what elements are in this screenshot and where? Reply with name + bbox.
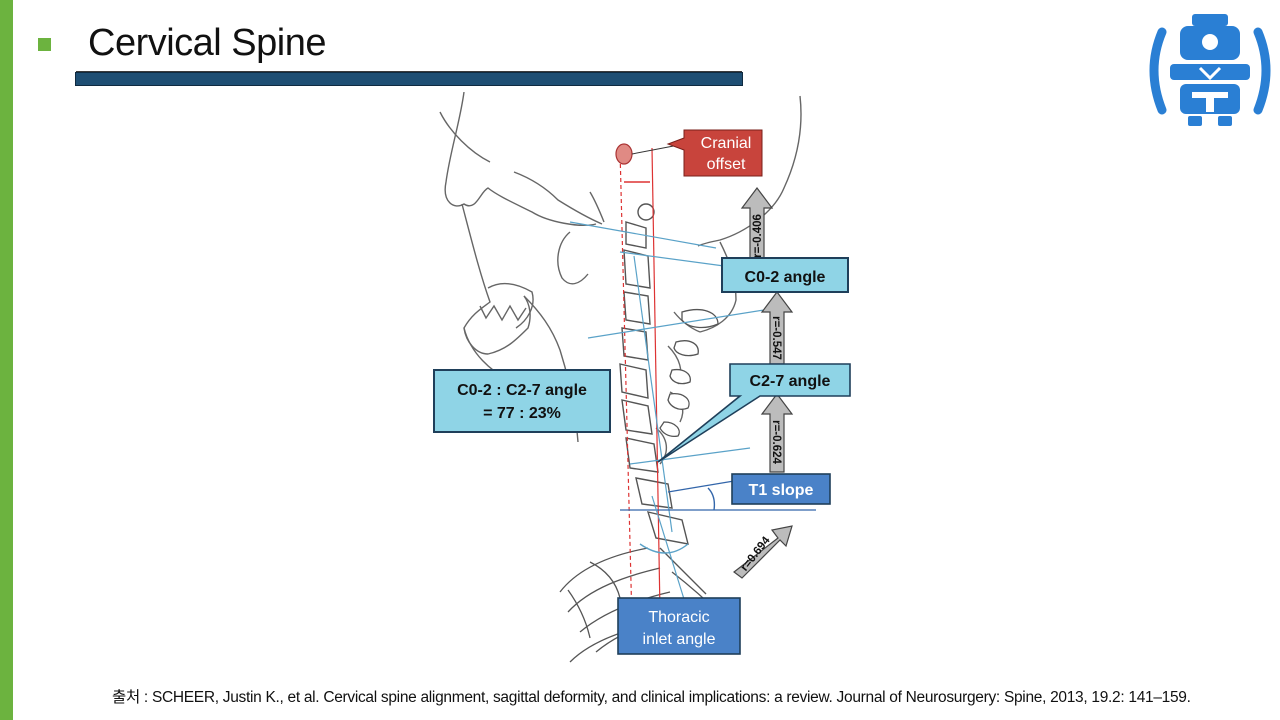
arrow-r1: r=-0.406 (740, 187, 774, 267)
svg-text:Thoracic: Thoracic (648, 609, 709, 626)
svg-text:offset: offset (707, 156, 746, 173)
cervical-spine-diagram: r=-0.406 r=-0.547 r=-0.624 r=0.694 Crani… (433, 92, 851, 663)
left-accent-bar (0, 0, 13, 720)
svg-text:C0-2 angle: C0-2 angle (745, 269, 826, 286)
title-underline-rule (76, 71, 742, 72)
cranial-offset-label: Cranial offset (666, 129, 763, 177)
c27-angle-label: C2-7 angle (657, 363, 851, 463)
arrow-r3: r=-0.624 (760, 393, 794, 473)
thoracic-inlet-label: Thoracic inlet angle (617, 597, 741, 655)
r2-label: r=-0.547 (770, 316, 782, 360)
svg-text:inlet angle: inlet angle (643, 631, 716, 648)
svg-text:C2-7 angle: C2-7 angle (750, 373, 831, 390)
spinous-processes (659, 309, 719, 438)
ratio-label: C0-2 : C2-7 angle = 77 : 23% (433, 369, 611, 433)
r3-label: r=-0.624 (770, 420, 782, 464)
r1-label: r=-0.406 (752, 214, 764, 258)
source-citation: 출처 : SCHEER, Justin K., et al. Cervical … (112, 689, 1191, 706)
arrow-r2: r=-0.547 (760, 291, 794, 365)
title-underline-bar (75, 72, 743, 86)
r4-label: r=0.694 (739, 534, 773, 573)
svg-text:C0-2 : C2-7 angle: C0-2 : C2-7 angle (457, 382, 587, 399)
svg-text:T1 slope: T1 slope (749, 482, 814, 499)
cranial-marker (615, 143, 633, 165)
robot-logo-icon (1149, 14, 1271, 126)
vertebral-column (619, 203, 689, 545)
c02-angle-label: C0-2 angle (721, 257, 849, 293)
svg-text:Cranial: Cranial (701, 135, 752, 152)
measurement-lines (569, 147, 816, 623)
t1-slope-label: T1 slope (731, 473, 831, 505)
arrow-r4: r=0.694 (733, 525, 793, 579)
correlation-arrows: r=-0.406 r=-0.547 r=-0.624 r=0.694 (733, 187, 794, 579)
title-bullet (38, 38, 51, 51)
svg-text:= 77 : 23%: = 77 : 23% (483, 405, 561, 422)
slide-title: Cervical Spine (88, 22, 327, 64)
skull-outline (439, 92, 605, 443)
